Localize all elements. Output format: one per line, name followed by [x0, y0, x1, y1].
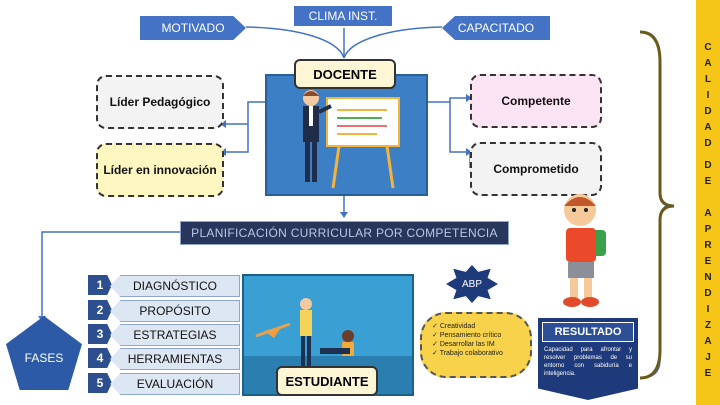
side-letter: A — [704, 122, 712, 133]
estudiante-label: ESTUDIANTE — [276, 366, 378, 396]
side-letter: Z — [704, 320, 712, 331]
side-letter: E — [704, 256, 712, 267]
side-letter: J — [705, 352, 711, 363]
side-letter: D — [704, 138, 712, 149]
side-letter: E — [704, 176, 712, 187]
teacher-illustration — [303, 90, 400, 189]
skill-item: ✓ Creatividad — [432, 323, 476, 330]
step-3-label: ESTRATEGIAS — [110, 324, 240, 346]
side-letter: A — [704, 208, 712, 219]
bracket — [639, 30, 675, 380]
side-letter: A — [704, 336, 712, 347]
side-letter: D — [704, 106, 712, 117]
skills-cloud: ✓ Creatividad ✓ Pensamiento crítico ✓ De… — [420, 312, 532, 378]
docente-label: DOCENTE — [294, 59, 396, 89]
side-letter: C — [704, 42, 712, 53]
comprometido-box: Comprometido — [470, 142, 602, 196]
lider-innovacion-box: Líder en innovación — [96, 143, 224, 197]
skill-item: ✓ Trabajo colaborativo — [432, 350, 503, 357]
capacitado-label: CAPACITADO — [442, 16, 550, 40]
side-letter: R — [704, 240, 712, 251]
step-1-number: 1 — [88, 275, 112, 295]
side-letter: I — [706, 90, 710, 101]
side-letter: A — [704, 58, 712, 69]
side-letter: I — [706, 304, 710, 315]
lider-pedagogico-box: Líder Pedagógico — [96, 75, 224, 129]
side-letter: L — [704, 74, 712, 85]
side-letter: D — [704, 160, 712, 171]
resultado-title: RESULTADO — [542, 322, 634, 342]
clima-label: CLIMA INST. — [294, 6, 392, 26]
resultado-card: RESULTADO Capacidad para afrontar y reso… — [538, 318, 638, 400]
skill-item: ✓ Desarrollar las IM — [432, 341, 495, 348]
step-5-number: 5 — [88, 373, 112, 393]
step-5-label: EVALUACIÓN — [110, 373, 240, 395]
abp-badge: ABP — [446, 265, 498, 303]
side-letter: E — [704, 368, 712, 379]
step-4-number: 4 — [88, 348, 112, 368]
calidad-de-aprendizaje-bar: C A L I D A D D E A P R E N D I Z A J E — [696, 0, 720, 405]
side-letter: P — [704, 224, 712, 235]
motivado-label: MOTIVADO — [140, 16, 246, 40]
side-letter: D — [704, 288, 712, 299]
competente-box: Competente — [470, 74, 602, 128]
step-2-number: 2 — [88, 300, 112, 320]
side-letter: N — [704, 272, 712, 283]
resultado-text: Capacidad para afrontar y resolver probl… — [544, 347, 632, 377]
step-4-label: HERRAMIENTAS — [110, 348, 240, 370]
planificacion-banner: PLANIFICACIÓN CURRICULAR POR COMPETENCIA — [180, 221, 509, 245]
skill-item: ✓ Pensamiento crítico — [432, 332, 502, 339]
step-2-label: PROPÓSITO — [110, 300, 240, 322]
student-kid-illustration — [563, 194, 606, 307]
step-3-number: 3 — [88, 324, 112, 344]
docente-panel — [265, 74, 428, 196]
step-1-label: DIAGNÓSTICO — [110, 275, 240, 297]
